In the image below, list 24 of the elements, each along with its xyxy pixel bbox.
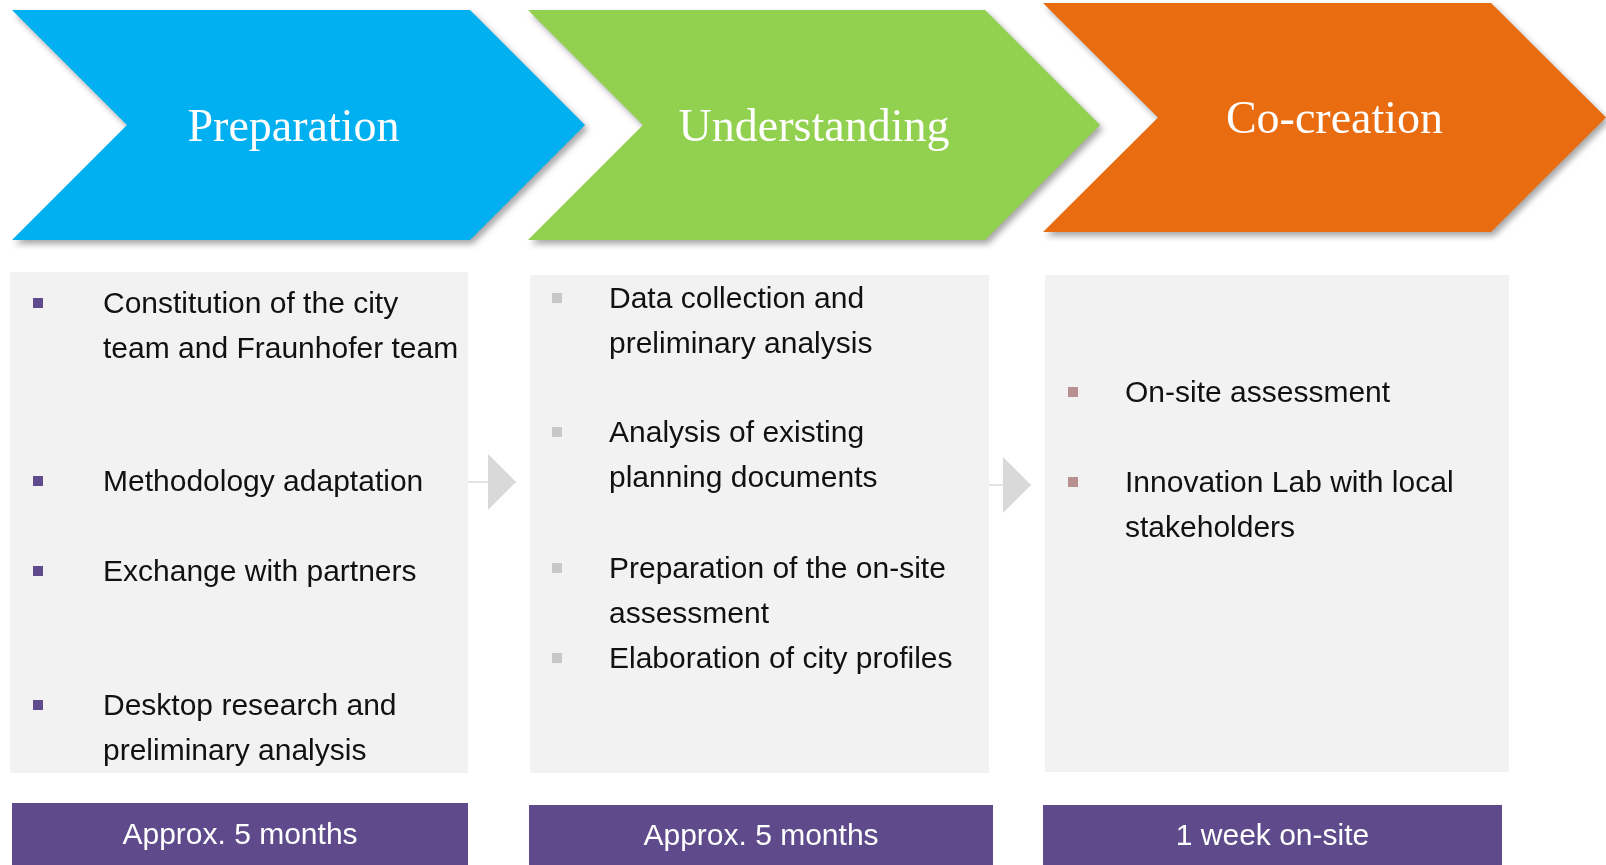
bullet-text: Exchange with partners — [103, 553, 418, 589]
bullet-text: Preparation of the on-site assessment — [609, 550, 947, 631]
duration-text: Approx. 5 months — [122, 817, 358, 851]
bullet-text: Data collection and preliminary analysis — [609, 280, 874, 361]
bullet-text: Elaboration of city profiles — [609, 640, 954, 676]
phase-title: Co-creation — [1225, 91, 1444, 144]
arrow — [467, 454, 517, 510]
bullet-text: Constitution of the city team and Fraunhofer team — [103, 285, 460, 366]
arrow — [988, 457, 1032, 513]
content-panel — [530, 275, 989, 773]
content-panel — [10, 272, 468, 773]
content-panel — [1045, 275, 1509, 772]
bullet-text: Innovation Lab with local stakeholders — [1125, 464, 1455, 545]
duration-text: 1 week on-site — [1175, 818, 1370, 852]
duration-bar — [529, 805, 993, 865]
duration-bar — [1043, 805, 1502, 865]
duration-text: Approx. 5 months — [643, 818, 879, 852]
bullet-text: On-site assessment — [1125, 374, 1392, 410]
phase-title: Understanding — [678, 98, 950, 152]
duration-bar — [12, 803, 468, 865]
bullet-text: Methodology adaptation — [103, 463, 425, 499]
phase-title: Preparation — [187, 98, 400, 152]
bullet-text: Desktop research and preliminary analysis — [103, 687, 398, 768]
bullet-text: Analysis of existing planning documents — [609, 414, 879, 495]
